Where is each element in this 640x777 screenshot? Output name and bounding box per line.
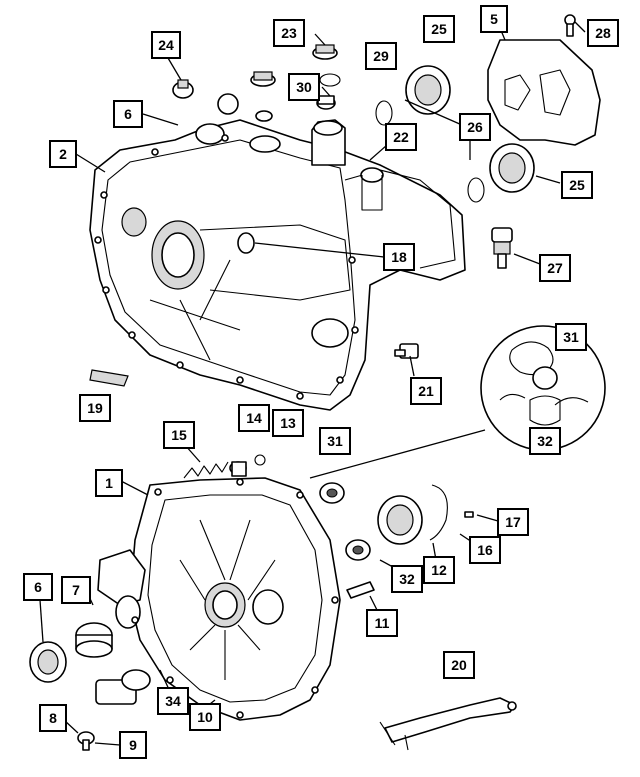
callout-16: 16 [469, 536, 501, 564]
svg-text:7: 7 [72, 582, 80, 598]
callout-25-top: 25 [423, 15, 455, 43]
callout-1: 1 [95, 469, 123, 497]
callout-30: 30 [288, 73, 320, 101]
svg-text:31: 31 [327, 433, 343, 449]
shift-linkage [379, 697, 517, 751]
svg-text:24: 24 [158, 37, 174, 53]
callout-22: 22 [385, 123, 417, 151]
svg-text:19: 19 [87, 400, 103, 416]
svg-text:30: 30 [296, 79, 312, 95]
callout-18: 18 [383, 243, 415, 271]
callout-8: 8 [39, 704, 67, 732]
svg-text:21: 21 [418, 383, 434, 399]
bolt-part-21 [394, 343, 419, 359]
callout-10: 10 [189, 703, 221, 731]
shim-plate [89, 369, 129, 387]
callout-23: 23 [273, 19, 305, 47]
svg-text:20: 20 [451, 657, 467, 673]
svg-text:34: 34 [165, 693, 181, 709]
callout-6-lower: 6 [23, 573, 53, 601]
svg-text:17: 17 [505, 514, 521, 530]
callout-5: 5 [480, 5, 508, 33]
svg-text:22: 22 [393, 129, 409, 145]
lower-seals-bearings [319, 482, 474, 599]
cover-plate [487, 14, 601, 146]
svg-text:29: 29 [373, 48, 389, 64]
callout-13: 13 [272, 409, 304, 437]
callout-31-main: 31 [319, 427, 351, 455]
svg-text:14: 14 [246, 410, 262, 426]
callout-14: 14 [238, 404, 270, 432]
callout-11: 11 [366, 609, 398, 637]
callout-26: 26 [459, 113, 491, 141]
svg-text:26: 26 [467, 119, 483, 135]
callout-21: 21 [410, 377, 442, 405]
clutch-housing-lower [97, 477, 341, 721]
callout-12: 12 [423, 556, 455, 584]
callout-32-lower: 32 [391, 565, 423, 593]
svg-text:1: 1 [105, 475, 113, 491]
callout-27: 27 [539, 254, 571, 282]
svg-text:31: 31 [563, 329, 579, 345]
callout-24: 24 [151, 31, 181, 59]
svg-text:28: 28 [595, 25, 611, 41]
callout-15: 15 [163, 421, 195, 449]
callout-31-detail: 31 [555, 323, 587, 351]
svg-text:2: 2 [59, 146, 67, 162]
lower-left-small-parts [29, 622, 151, 751]
callout-25-right: 25 [561, 171, 593, 199]
svg-text:27: 27 [547, 260, 563, 276]
callout-28: 28 [587, 19, 619, 47]
callout-9: 9 [119, 731, 147, 759]
callout-6-top: 6 [113, 100, 143, 128]
callout-2: 2 [49, 140, 77, 168]
sensor-switch [491, 227, 513, 269]
svg-text:8: 8 [49, 710, 57, 726]
svg-text:32: 32 [399, 571, 415, 587]
svg-text:6: 6 [124, 106, 132, 122]
svg-text:11: 11 [375, 615, 390, 631]
svg-text:6: 6 [34, 579, 42, 595]
svg-text:25: 25 [431, 21, 447, 37]
spring-part [183, 454, 266, 479]
svg-text:5: 5 [490, 11, 498, 27]
callout-29: 29 [365, 42, 397, 70]
o-ring-part [217, 93, 239, 115]
svg-text:16: 16 [477, 542, 493, 558]
top-small-parts [172, 44, 341, 122]
detail-circle-view [480, 325, 606, 451]
callout-17: 17 [497, 508, 529, 536]
callout-20: 20 [443, 651, 475, 679]
svg-text:9: 9 [129, 737, 137, 753]
svg-text:32: 32 [537, 433, 553, 449]
callout-19: 19 [79, 394, 111, 422]
transaxle-case-upper [89, 119, 466, 411]
svg-text:25: 25 [569, 177, 585, 193]
callout-7: 7 [61, 576, 91, 604]
callout-32-detail: 32 [529, 427, 561, 455]
svg-text:23: 23 [281, 25, 297, 41]
svg-text:10: 10 [197, 709, 213, 725]
bearings-upper-right [375, 65, 535, 203]
callout-34: 34 [157, 687, 189, 715]
svg-text:15: 15 [171, 427, 187, 443]
svg-text:12: 12 [431, 562, 447, 578]
svg-text:13: 13 [280, 415, 296, 431]
svg-text:18: 18 [391, 249, 407, 265]
